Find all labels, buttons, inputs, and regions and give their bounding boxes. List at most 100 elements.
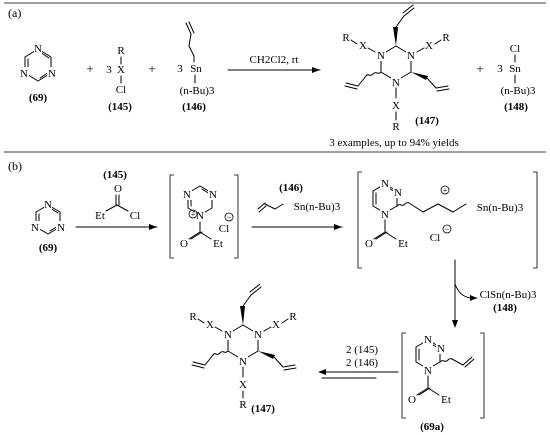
atom-n: N [57,222,65,234]
allylstannane-146-structure: Sn(n-Bu)3 [257,201,341,213]
plus-sign: + [86,61,93,76]
atom-cl: Cl [116,84,126,96]
atom-n: N [224,329,232,341]
step-reagent-146: 2 (146) [346,357,378,369]
intermediate-acyltriazinium: N N N + O Et Cl − [169,174,239,259]
atom-n: N [424,365,432,377]
reagent-146-structure: 3 Sn (n-Bu)3 [177,21,215,97]
atom-r: R [239,399,247,411]
compound-label-69: (69) [29,92,48,104]
atom-n: N [377,50,385,62]
atom-n: N [183,189,191,201]
coefficient-3: 3 [177,63,183,75]
reaction-conditions: CH2Cl2, rt [250,54,299,66]
chloride-ion: Cl [219,223,229,235]
compound-label-146: (146) [182,101,206,113]
panel-a: (a) N N N (69) + R 3 X Cl (145) + [4,2,546,153]
reagent-145-structure: R 3 X Cl [106,45,126,96]
atom-n: N [34,43,42,55]
panel-b: (b) N N N (69) (145) O Et Cl [8,159,538,433]
atom-x: X [392,100,400,112]
atom-n: N [381,178,389,190]
arrow-head [312,67,320,73]
atom-n: N [254,329,262,341]
ethyl-group: Et [398,238,408,250]
ethyl-group: Et [95,210,105,222]
intermediate-stannyl-cation: N N N + Sn(n-Bu)3 O Et Cl − [357,171,538,269]
minus-charge: − [226,212,231,222]
atom-x: X [359,40,367,52]
arrow-head [149,224,157,230]
plus-charge: + [191,210,196,219]
minus-charge: − [444,224,449,234]
product-147-structure: N N N X R X R X R [189,283,297,411]
atom-x: X [272,319,280,331]
atom-x: X [206,319,214,331]
compound-label-69: (69) [39,242,58,254]
compound-label-148: (148) [493,302,517,314]
arrow-head [470,295,477,301]
compound-label-147: (147) [251,403,275,415]
plus-sign: + [148,61,155,76]
chloride-ion: Cl [430,232,440,244]
atom-r: R [392,121,400,133]
atom-n: N [48,68,56,80]
atom-n: N [392,77,400,89]
triazine-69-structure: N N N [20,42,56,82]
ethyl-group: Et [213,238,223,250]
ethyl-group: Et [441,394,451,406]
tributyl-group: (n-Bu)3 [501,85,536,97]
atom-o: O [365,238,373,250]
atom-n: N [239,356,247,368]
step-reagent-145: 2 (145) [346,344,378,356]
compound-label-145: (145) [108,101,132,113]
atom-x: X [239,379,247,391]
byproduct-text: ClSn(n-Bu)3 [480,289,537,301]
atom-r: R [117,45,125,57]
arrow-head [318,369,326,375]
atom-o: O [114,183,122,195]
plus-charge: + [443,186,448,195]
product-147-structure: N N N X R X R X R [342,4,450,133]
acyl-chloride-145-structure: O Et Cl [95,183,140,222]
elimination-arc [454,283,478,299]
atom-cl: Cl [130,210,140,222]
atom-n-plus: N [196,210,204,222]
atom-o: O [180,238,188,250]
panel-b-label: (b) [8,159,22,173]
stannyl-group: Sn(n-Bu)3 [294,201,341,213]
atom-n: N [407,50,415,62]
arrow-head [334,224,342,230]
atom-n: N [424,334,432,346]
triazine-69-structure: N N N [31,198,65,235]
atom-r: R [189,311,197,323]
arrow-head [452,320,458,328]
compound-label-146: (146) [279,182,303,194]
atom-r: R [289,311,297,323]
atom-n: N [394,187,402,199]
atom-x: X [425,40,433,52]
atom-n: N [381,209,389,221]
atom-n: N [437,343,445,355]
atom-n: N [209,189,217,201]
atom-r: R [442,32,450,44]
atom-r: R [342,32,350,44]
atom-sn: Sn [190,63,202,75]
intermediate-69a-structure: N N N O Et [401,332,485,419]
compound-label-148: (148) [504,101,528,113]
atom-cl: Cl [510,43,520,55]
compound-label-147: (147) [415,115,439,127]
atom-o: O [408,394,416,406]
byproduct-148-structure: Cl 3 Sn (n-Bu)3 [497,43,536,97]
atom-n: N [20,68,28,80]
coefficient-3: 3 [497,63,503,75]
compound-label-145: (145) [103,169,127,181]
atom-n: N [44,199,52,211]
yield-note: 3 examples, up to 94% yields [329,137,459,149]
compound-label-69a: (69a) [420,421,444,433]
tributyl-group: (n-Bu)3 [180,85,215,97]
plus-sign: + [476,61,483,76]
atom-sn: Sn [509,63,521,75]
atom-n: N [31,222,39,234]
